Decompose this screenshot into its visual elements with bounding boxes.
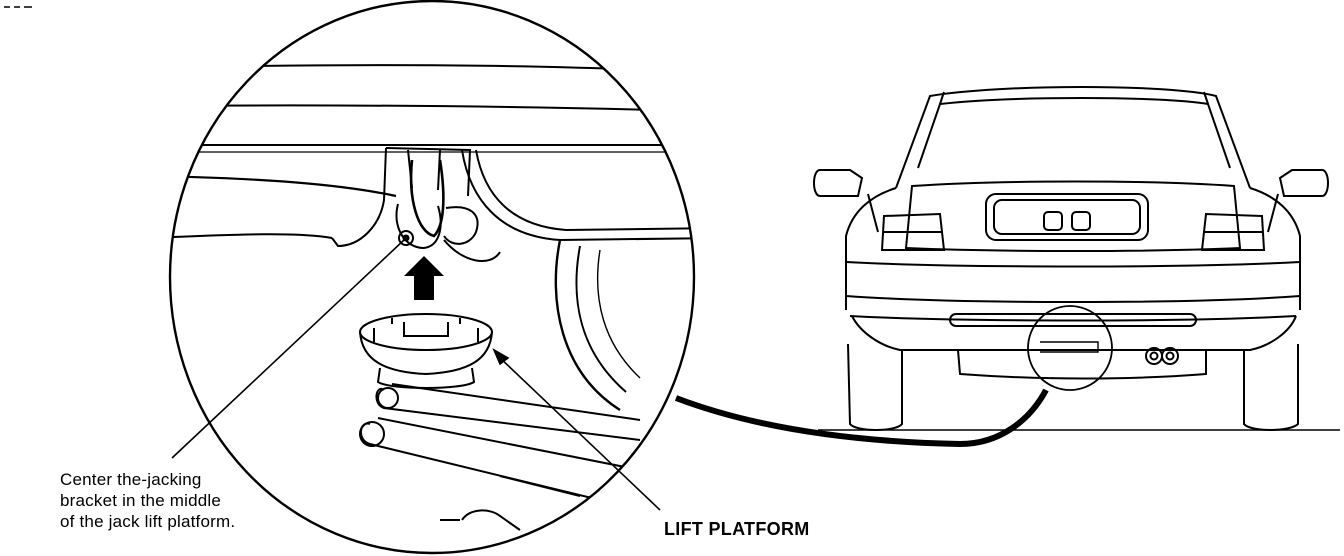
callout-leaders	[171, 239, 661, 511]
detail-connector	[674, 388, 1049, 448]
callout-line-1: Center the-jacking	[60, 470, 202, 489]
callout-line-2: bracket in the middle	[60, 491, 222, 510]
car-rear-view	[813, 86, 1340, 431]
lift-platform-label: LIFT PLATFORM	[664, 519, 810, 539]
magnified-detail-view	[168, 0, 696, 555]
jacking-bracket-callout: Center the-jacking bracket in the middle…	[60, 469, 320, 532]
callout-line-3: of the jack lift platform.	[60, 512, 236, 531]
up-arrow-icon	[404, 256, 444, 300]
